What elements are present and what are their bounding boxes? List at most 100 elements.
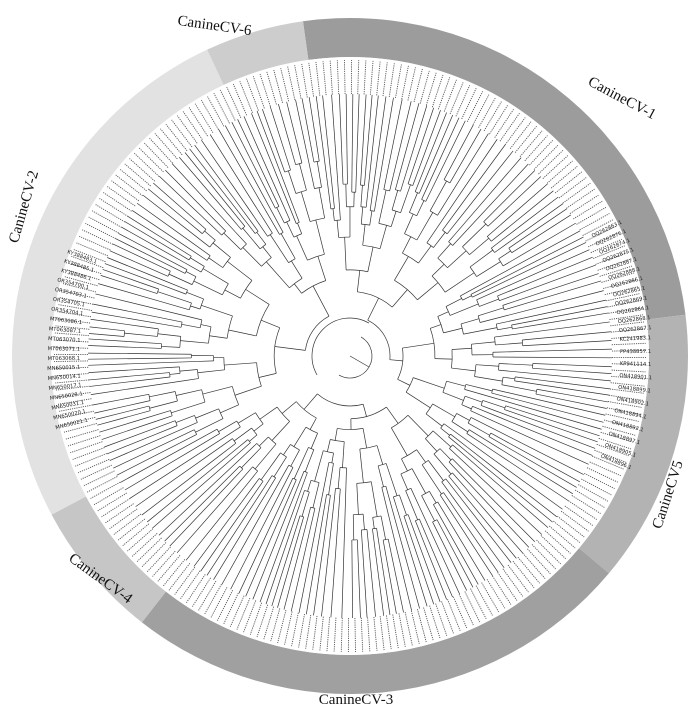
leaf-label: MT063086.1	[49, 316, 82, 326]
tree-branch	[187, 239, 211, 256]
tree-branch	[395, 189, 401, 192]
tree-branch	[305, 315, 330, 351]
leaf-label: OQ262867.1	[619, 325, 652, 334]
tree-branch	[119, 393, 149, 401]
tree-branch	[295, 401, 317, 419]
tree-branch	[421, 464, 442, 495]
tree-branch	[182, 314, 202, 321]
tree-branch	[355, 157, 358, 193]
tree-branch	[280, 452, 287, 458]
tree-branch	[278, 195, 291, 221]
tree-branch	[462, 476, 530, 548]
tree-branch	[360, 206, 364, 225]
tree-branch	[532, 363, 560, 365]
tree-branch	[535, 393, 559, 400]
tree-branch	[503, 376, 515, 380]
tree-branch	[90, 318, 143, 327]
tree-branch	[505, 405, 520, 411]
tree-branch	[342, 441, 345, 468]
tree-branch	[362, 428, 367, 449]
tree-branch	[159, 420, 176, 427]
tree-branch	[298, 491, 324, 614]
tree-branch	[281, 401, 297, 414]
tree-branch	[486, 440, 573, 495]
tree-branch	[368, 552, 376, 617]
tree-branch	[136, 405, 150, 410]
tree-branch	[109, 430, 178, 461]
tree-branch	[221, 492, 274, 585]
tree-branch	[372, 96, 387, 192]
tree-branch	[419, 506, 460, 595]
tree-branch	[190, 257, 205, 267]
tree-branch	[407, 172, 413, 184]
tree-branch	[206, 428, 218, 436]
tree-branch	[494, 332, 528, 338]
tree-branch	[274, 346, 306, 351]
tree-branch	[163, 323, 182, 328]
tree-branch	[212, 242, 231, 258]
tree-branch	[508, 447, 577, 488]
tree-branch	[142, 194, 201, 241]
tree-branch	[183, 378, 199, 382]
tree-branch	[195, 408, 219, 419]
tree-branch	[400, 184, 411, 213]
tree-branch	[463, 327, 498, 335]
tree-branch	[464, 389, 479, 394]
tree-branch	[315, 96, 328, 182]
tree-branch	[344, 237, 347, 270]
tree-branch	[204, 230, 216, 241]
tree-branch	[223, 232, 242, 250]
tree-branch	[124, 448, 195, 491]
tree-branch	[313, 160, 320, 163]
tree-branch	[393, 101, 412, 176]
tree-branch	[88, 333, 97, 335]
tree-branch	[216, 429, 220, 434]
tree-branch	[487, 205, 511, 227]
tree-branch	[197, 369, 225, 374]
tree-branch	[450, 433, 469, 448]
tree-branch	[522, 372, 611, 382]
tree-branch	[202, 268, 229, 284]
tree-branch	[496, 321, 508, 325]
tree-branch	[401, 458, 408, 472]
tree-branch	[89, 326, 108, 330]
tree-branch	[152, 454, 237, 529]
tree-branch	[303, 393, 318, 410]
tree-branch	[357, 291, 393, 308]
tree-branch	[419, 518, 429, 541]
tree-branch	[237, 119, 273, 193]
tree-branch	[95, 408, 138, 420]
tree-branch	[498, 250, 511, 260]
tree-branch	[290, 210, 297, 224]
tree-branch	[390, 552, 404, 613]
tree-branch	[507, 299, 607, 322]
tree-branch	[260, 319, 280, 329]
tree-branch	[91, 311, 164, 325]
tree-branch	[332, 208, 335, 221]
tree-branch	[468, 429, 487, 441]
tree-branch	[310, 479, 320, 483]
tree-branch	[367, 319, 391, 360]
tree-branch	[284, 478, 294, 496]
tree-branch	[157, 291, 192, 304]
tree-branch	[317, 393, 364, 407]
leaf-label: MT063070.1	[48, 336, 81, 344]
tree-branch	[452, 444, 465, 456]
tree-branch	[135, 452, 213, 507]
tree-branch	[297, 222, 303, 234]
tree-branch	[432, 403, 455, 418]
tree-branch	[386, 406, 399, 424]
tree-branch	[441, 478, 446, 483]
tree-branch	[237, 412, 256, 424]
tree-branch	[566, 394, 609, 403]
tree-branch	[536, 388, 567, 395]
tree-branch	[456, 157, 522, 233]
tree-branch	[369, 191, 374, 211]
tree-branch	[184, 262, 202, 273]
tree-branch	[278, 103, 288, 135]
tree-branch	[179, 366, 181, 374]
tree-branch	[428, 460, 444, 481]
tree-branch	[558, 398, 607, 409]
tree-branch	[294, 136, 303, 164]
tree-branch	[467, 447, 558, 518]
